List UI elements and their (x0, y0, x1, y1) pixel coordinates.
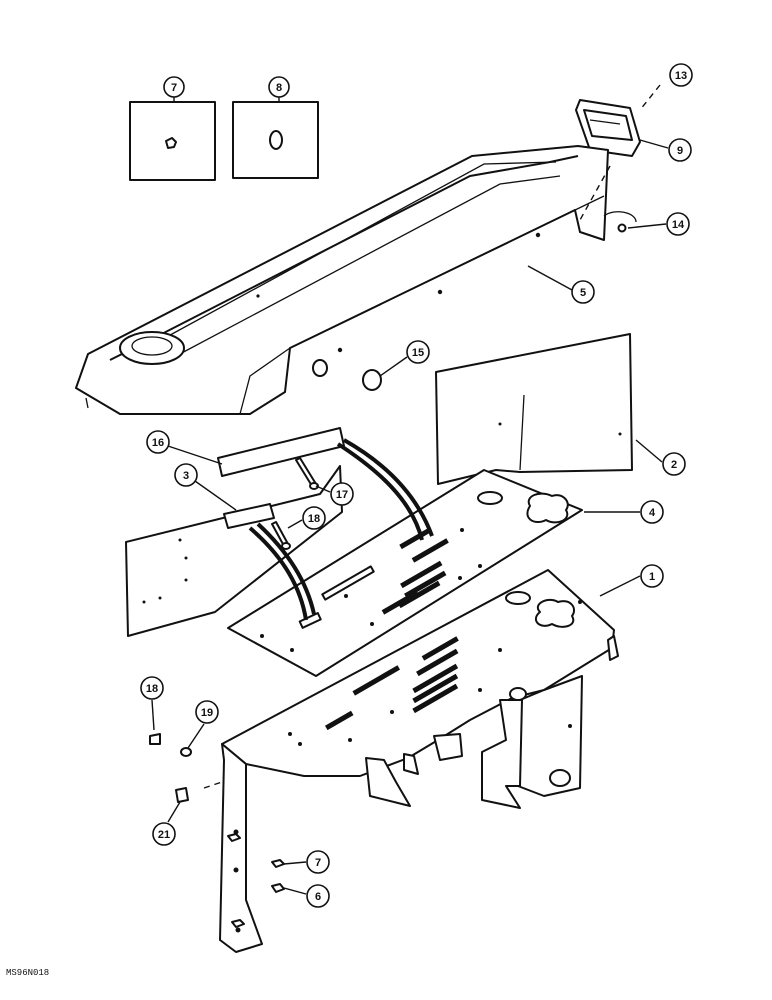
svg-text:6: 6 (315, 891, 321, 903)
inset-part-9 (232, 101, 319, 179)
callout-8: 7 (163, 76, 185, 98)
part-19-screw (149, 733, 161, 745)
svg-text:16: 16 (152, 437, 164, 449)
svg-text:18: 18 (308, 513, 320, 525)
callout-17: 16 (146, 430, 170, 454)
part-3-strip (223, 503, 275, 529)
callout-14: 13 (669, 63, 693, 87)
part-1-bracket-frame (219, 569, 619, 953)
leader-lines (151, 84, 669, 895)
callout-1: 1 (640, 564, 664, 588)
svg-text:1: 1 (649, 571, 655, 583)
part-5-console-cover (75, 145, 609, 415)
svg-text:18: 18 (146, 683, 158, 695)
svg-text:17: 17 (336, 489, 348, 501)
svg-text:8: 8 (276, 82, 282, 94)
part-15-grommet (603, 211, 637, 233)
callout-16: 15 (406, 340, 430, 364)
callout-4: 44 (640, 500, 664, 524)
part-2-left-panel (125, 465, 343, 637)
assembly-arc-lines (248, 438, 434, 621)
svg-text:15: 15 (412, 347, 424, 359)
part-18-screw-lower (271, 521, 291, 550)
part-18-screw-upper (295, 457, 319, 490)
callout-3: 13 (174, 463, 198, 487)
callout-15: 14 (666, 212, 690, 236)
callout-2: 2 (662, 452, 686, 476)
part-22-clip (175, 787, 189, 803)
svg-text:5: 5 (580, 287, 586, 299)
part-21-washer (180, 747, 192, 757)
svg-text:9: 9 (677, 145, 683, 157)
callout-7: 77 (306, 850, 330, 874)
callout-22: 21 (152, 822, 176, 846)
inset-part-8 (129, 101, 216, 181)
part-16-plug (362, 369, 382, 391)
svg-text:7: 7 (171, 82, 177, 94)
part-13-bezel (575, 99, 641, 157)
figure-code: MS96N018 (6, 968, 50, 978)
svg-text:19: 19 (201, 707, 213, 719)
svg-text:14: 14 (672, 219, 685, 231)
callout-18-lower: 18 (302, 506, 326, 530)
callout-5: 5 (571, 280, 595, 304)
part-17-strip (217, 427, 345, 477)
part-7-nut (271, 859, 285, 868)
svg-text:21: 21 (158, 829, 170, 841)
callout-13: 9 (668, 138, 692, 162)
part-2-side-panel (435, 333, 633, 485)
callout-6: 6 (306, 884, 330, 908)
svg-text:2: 2 (671, 459, 677, 471)
callout-9: 8 (268, 76, 290, 98)
svg-text:13: 13 (675, 70, 687, 82)
callout-19: 18 (140, 676, 164, 700)
callout-18-upper: 17 (330, 482, 354, 506)
svg-text:3: 3 (183, 470, 189, 482)
svg-text:7: 7 (315, 857, 321, 869)
svg-text:4: 4 (649, 507, 656, 519)
part-4-gasket-plate (227, 469, 583, 677)
callout-21: 19 (195, 700, 219, 724)
part-6-nut (271, 883, 285, 893)
